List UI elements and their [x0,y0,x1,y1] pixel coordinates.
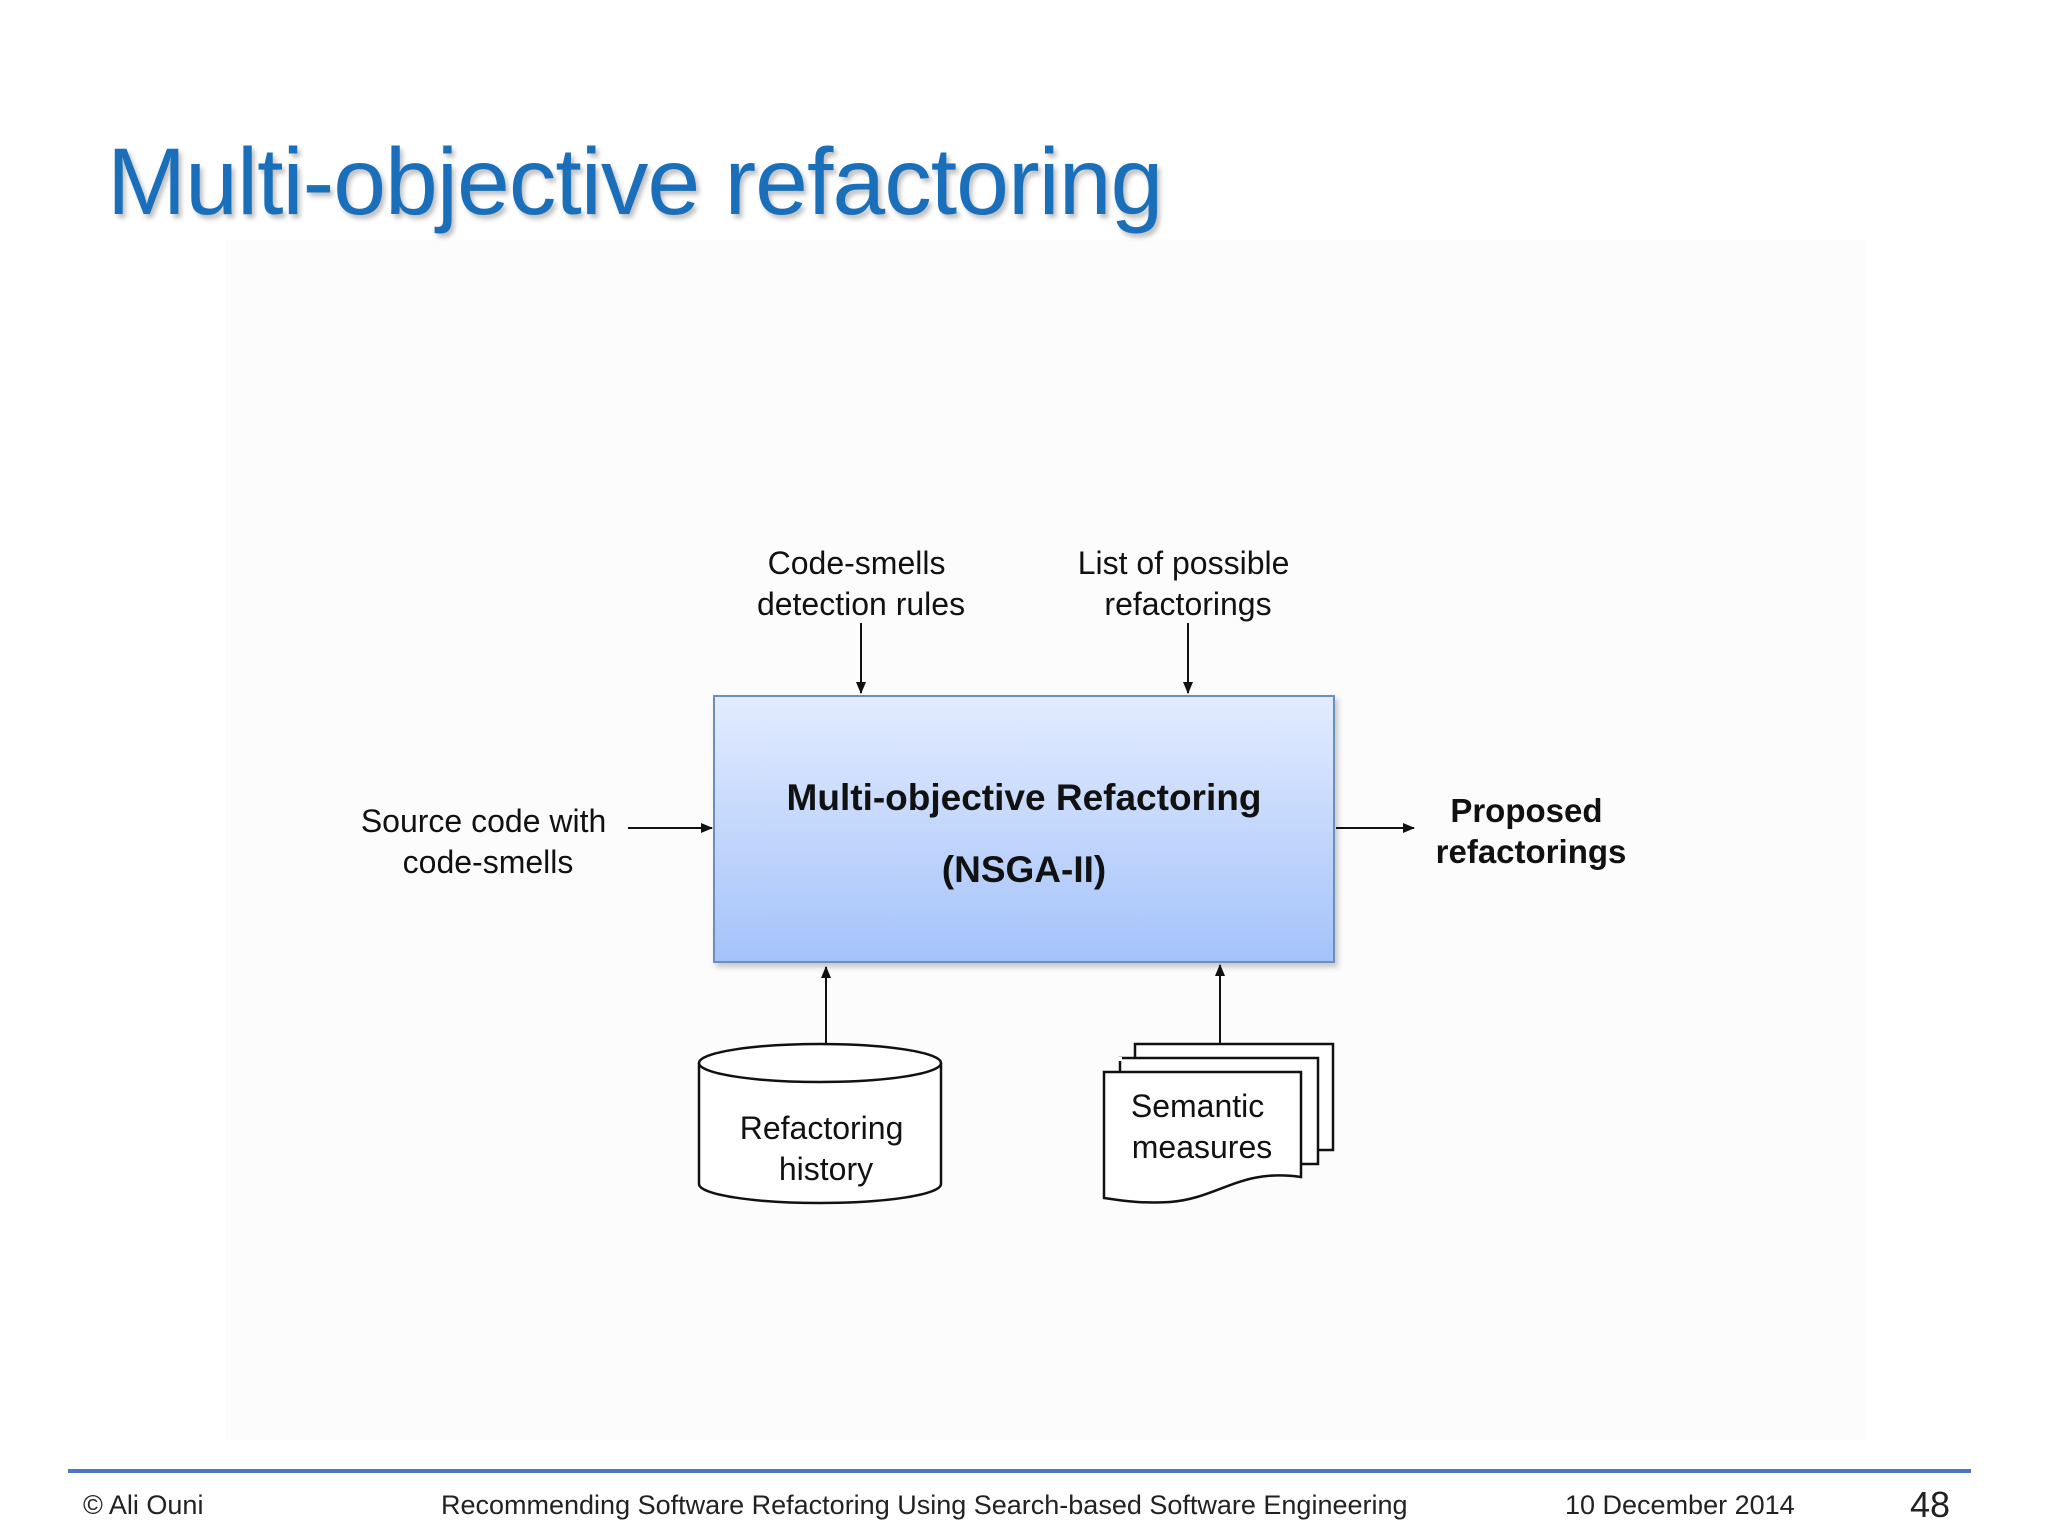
proposed-refactorings-label: Proposed refactorings [1436,792,1627,870]
history-label: Refactoring history [740,1110,913,1187]
source-code-label: Source code with code-smells [361,803,615,880]
slide-title: Multi-objective refactoring [107,129,1163,235]
process-name: Multi-objective Refactoring [787,777,1262,818]
footer-divider [68,1469,1971,1473]
possible-refactorings-label: List of possible refactorings [1078,545,1299,622]
semantic-measures-label: Semantic measures [1131,1088,1273,1165]
process-box [713,695,1335,963]
detection-rules-label: Code-smells detection rules [757,545,965,622]
footer-date: 10 December 2014 [1565,1490,1795,1520]
process-algorithm: (NSGA-II) [942,849,1106,890]
page-number: 48 [1910,1484,1951,1525]
database-icon [697,1042,943,1205]
documents-icon [1102,1042,1335,1204]
footer-copyright: © Ali Ouni [83,1490,204,1520]
footer-presentation-title: Recommending Software Refactoring Using … [441,1490,1408,1520]
